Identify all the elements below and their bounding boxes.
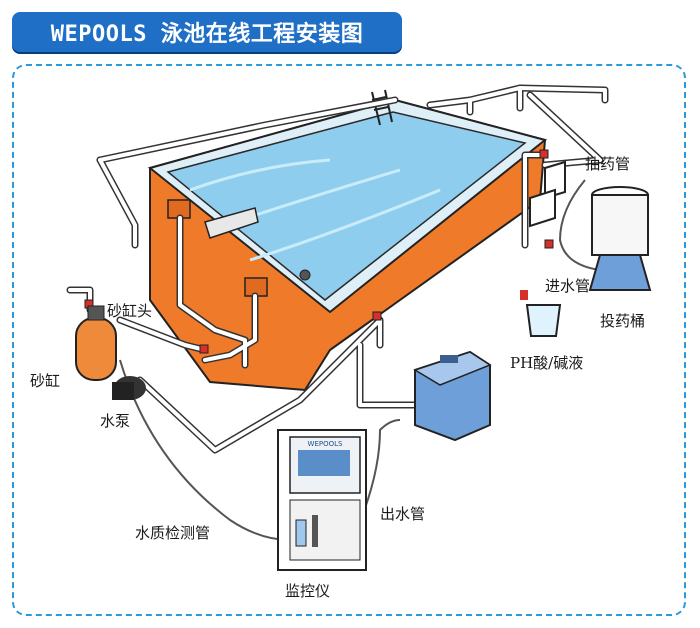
label-pump: 水泵 [100, 412, 131, 430]
label-sand-tank: 砂缸 [30, 372, 61, 390]
dosing-bucket [588, 186, 652, 291]
label-suction-pipe: 抽药管 [585, 155, 631, 173]
diagram-frame [12, 64, 686, 616]
valves [84, 149, 554, 354]
label-ph-liquid: PH酸/碱液 [510, 354, 584, 372]
label-inlet-pipe: 进水管 [545, 277, 591, 295]
ph-dosing-unit [413, 350, 492, 442]
pool [147, 89, 548, 392]
control-panels [529, 160, 566, 228]
monitor-brand: WEPOOLS [308, 440, 343, 448]
label-sand-head: 砂缸头 [107, 302, 153, 320]
label-monitor: 监控仪 [285, 582, 331, 600]
label-sampling-pipe: 水质检测管 [135, 524, 211, 542]
monitor-cabinet: WEPOOLS [277, 429, 367, 571]
water-pump [112, 376, 146, 400]
label-outlet-pipe: 出水管 [380, 505, 426, 523]
sand-tank [75, 305, 117, 381]
page-title: WEPOOLS 泳池在线工程安装图 [12, 12, 402, 52]
label-dosing-bucket: 投药桶 [600, 312, 646, 330]
ph-beaker [520, 290, 562, 337]
